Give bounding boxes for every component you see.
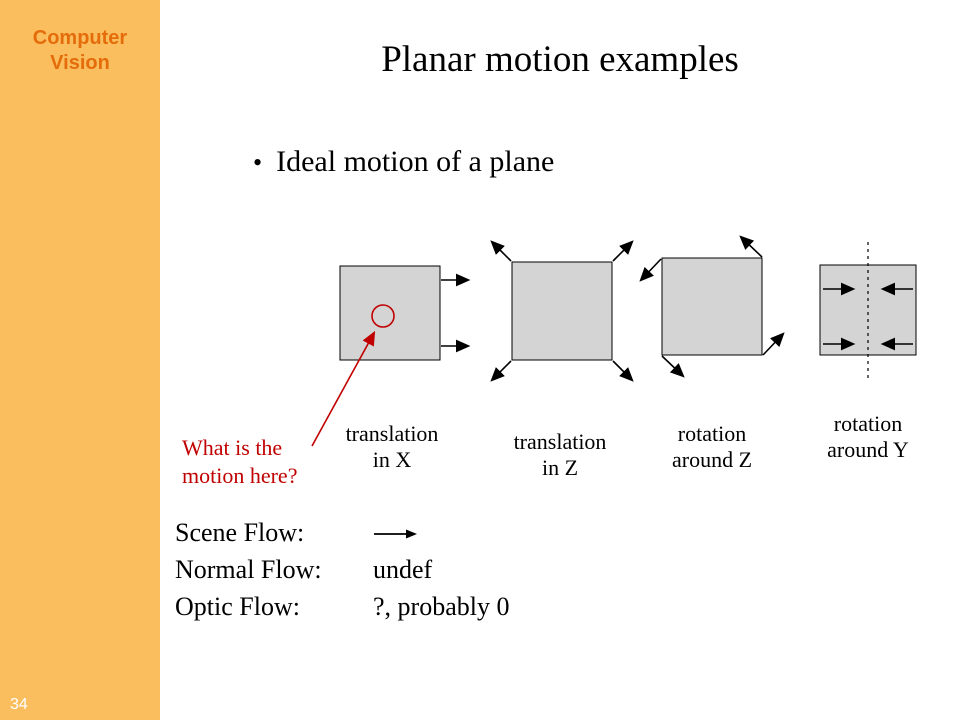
flow-arrow	[490, 240, 512, 262]
scene-flow-row: Scene Flow:	[175, 518, 509, 555]
flow-summary: Scene Flow: Normal Flow: undef Optic Flo…	[175, 518, 509, 629]
optic-flow-value: ?, probably 0	[373, 592, 510, 621]
annotation-arrow	[311, 330, 376, 447]
sidebar: Computer Vision 34	[0, 0, 160, 720]
course-title: Computer Vision	[32, 27, 128, 74]
bullet-line: • Ideal motion of a plane	[253, 145, 554, 179]
plane-square	[661, 257, 763, 356]
flow-arrow	[661, 355, 685, 378]
plane-square	[339, 265, 441, 361]
flow-arrow	[490, 360, 512, 382]
highlight-circle	[371, 304, 395, 328]
flow-arrow	[612, 360, 634, 382]
flow-arrow	[612, 240, 634, 262]
plane-square	[511, 261, 613, 361]
normal-flow-row: Normal Flow: undef	[175, 555, 509, 592]
normal-flow-label: Normal Flow:	[175, 555, 322, 584]
normal-flow-value: undef	[373, 555, 433, 584]
bullet-text: Ideal motion of a plane	[276, 145, 555, 178]
flow-arrow	[762, 332, 785, 356]
figure-caption-translation-x: translation in X	[345, 421, 439, 472]
figure-translation-x	[339, 265, 471, 361]
slide-title: Planar motion examples	[381, 39, 739, 80]
optic-flow-label: Optic Flow:	[175, 592, 300, 621]
figure-rotation-y	[819, 242, 917, 378]
figure-caption-rotation-y: rotation around Y	[827, 411, 909, 462]
figure-translation-z	[490, 240, 634, 382]
optic-flow-row: Optic Flow: ?, probably 0	[175, 592, 509, 629]
figure-rotation-z	[639, 235, 785, 378]
flow-arrow	[739, 235, 763, 258]
figure-caption-translation-z: translation in Z	[513, 429, 607, 480]
figure-caption-rotation-z: rotation around Z	[671, 421, 753, 472]
flow-arrow	[639, 258, 662, 282]
bullet-icon: •	[253, 148, 263, 177]
right-arrow-icon	[374, 529, 417, 539]
page-number: 34	[10, 696, 28, 713]
scene-flow-label: Scene Flow:	[175, 518, 305, 547]
annotation-text: What is the motion here?	[182, 435, 298, 488]
